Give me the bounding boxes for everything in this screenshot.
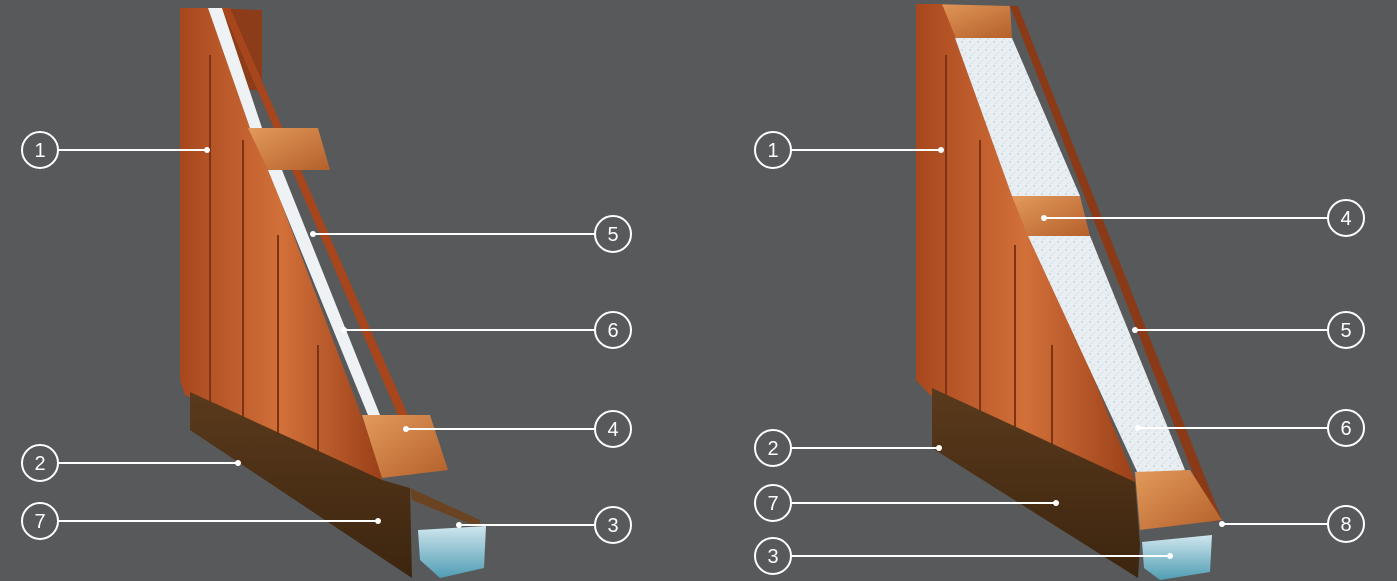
left-door-cross-section-callout-2: 2 — [22, 445, 241, 481]
callout-number: 6 — [1340, 418, 1351, 440]
callout-number: 8 — [1340, 514, 1351, 536]
callout-target-dot — [1167, 553, 1173, 559]
callout-number: 5 — [1340, 320, 1351, 342]
callout-target-dot — [456, 522, 462, 528]
right-door-cross-section-callout-8: 8 — [1219, 506, 1364, 542]
callout-target-dot — [1135, 425, 1141, 431]
callout-number: 1 — [34, 140, 45, 162]
left-door-cross-section-callout-5: 5 — [310, 216, 631, 252]
callout-target-dot — [204, 147, 210, 153]
left-door-illustration — [180, 8, 486, 578]
callout-number: 7 — [34, 511, 45, 533]
callout-target-dot — [235, 460, 241, 466]
callout-number: 3 — [607, 515, 618, 537]
callout-number: 7 — [767, 493, 778, 515]
callout-target-dot — [1053, 500, 1059, 506]
right-door-cross-section-callout-1: 1 — [755, 132, 944, 168]
callout-target-dot — [1041, 215, 1047, 221]
callout-number: 6 — [607, 320, 618, 342]
callout-number: 4 — [607, 419, 618, 441]
callout-number: 2 — [767, 438, 778, 460]
callout-target-dot — [341, 327, 347, 333]
callout-target-dot — [375, 518, 381, 524]
callout-number: 2 — [34, 453, 45, 475]
left-seal — [418, 526, 486, 578]
right-bottom-block — [1135, 470, 1222, 530]
callout-number: 4 — [1340, 208, 1351, 230]
callout-target-dot — [936, 445, 942, 451]
callout-number: 5 — [607, 224, 618, 246]
callout-target-dot — [403, 426, 409, 432]
callout-target-dot — [310, 231, 316, 237]
callout-target-dot — [1132, 327, 1138, 333]
callout-target-dot — [938, 147, 944, 153]
left-frame-lip — [410, 488, 480, 528]
callout-number: 1 — [767, 140, 778, 162]
right-door-cross-section-callout-2: 2 — [755, 430, 942, 466]
right-door-cross-section-callout-5: 5 — [1132, 312, 1364, 348]
right-seal — [1142, 535, 1212, 580]
left-door-cross-section-callout-6: 6 — [341, 312, 631, 348]
right-door-illustration — [916, 4, 1222, 580]
callout-target-dot — [1219, 521, 1225, 527]
callout-number: 3 — [767, 546, 778, 568]
